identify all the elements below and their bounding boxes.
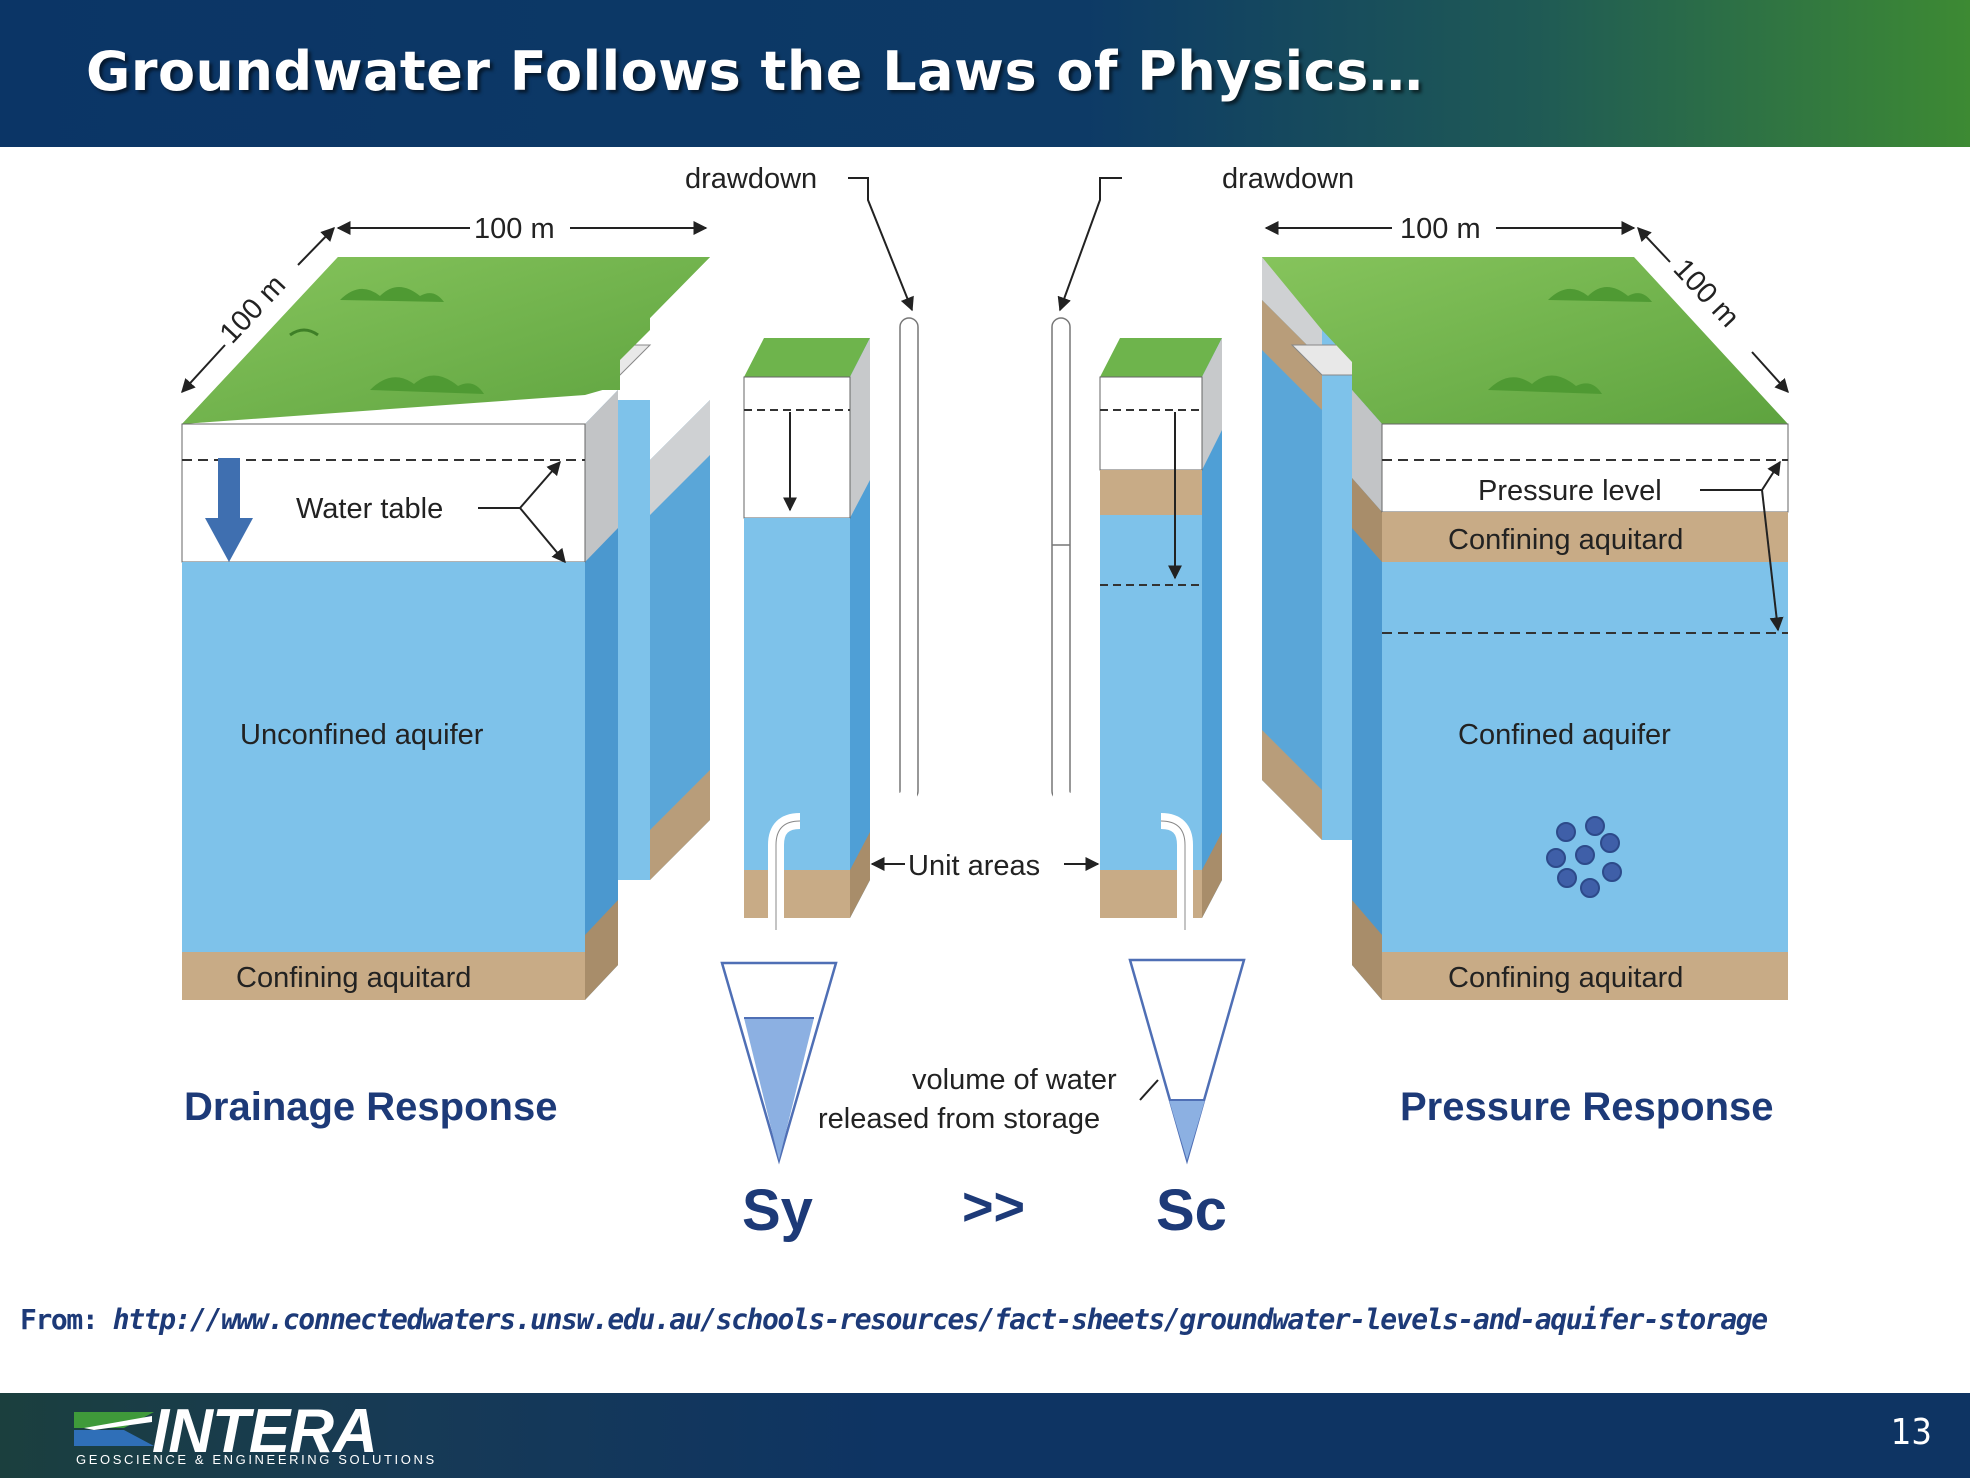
sc-symbol: Sc bbox=[1156, 1178, 1227, 1243]
source-prefix: From: bbox=[20, 1303, 99, 1336]
confining-aquitard-left-label: Confining aquitard bbox=[236, 962, 471, 994]
water-table-label: Water table bbox=[296, 493, 443, 525]
right-bottom-aquitard bbox=[1382, 952, 1788, 1000]
much-greater-than-operator: >> bbox=[962, 1177, 1025, 1237]
left-unconfined-water bbox=[182, 562, 585, 952]
slide-title: Groundwater Follows the Laws of Physics… bbox=[86, 40, 1424, 103]
unit-areas-label: Unit areas bbox=[908, 850, 1040, 882]
logo-text: INTERA bbox=[152, 1397, 378, 1466]
sy-symbol: Sy bbox=[742, 1178, 813, 1243]
drawdown-label-left: drawdown bbox=[685, 163, 817, 195]
logo-mark-icon bbox=[74, 1412, 154, 1446]
pressure-level-label: Pressure level bbox=[1478, 475, 1662, 507]
intera-logo: INTERA GEOSCIENCE & ENGINEERING SOLUTION… bbox=[74, 1397, 474, 1470]
page-number: 13 bbox=[1890, 1412, 1932, 1453]
grain-cluster bbox=[1546, 816, 1622, 898]
logo-tagline: GEOSCIENCE & ENGINEERING SOLUTIONS bbox=[76, 1452, 437, 1467]
source-citation: From: http://www.connectedwaters.unsw.ed… bbox=[20, 1303, 1768, 1336]
right-block bbox=[1262, 257, 1789, 1000]
title-bar: Groundwater Follows the Laws of Physics… bbox=[0, 0, 1970, 147]
left-unit-column bbox=[743, 317, 919, 930]
right-funnel bbox=[1128, 958, 1246, 1165]
left-aquitard bbox=[182, 952, 585, 1000]
dim-left-width: 100 m bbox=[474, 213, 555, 245]
volume-label-line1: volume of water bbox=[912, 1064, 1117, 1096]
left-back-side bbox=[650, 400, 710, 880]
pressure-response-label: Pressure Response bbox=[1400, 1085, 1774, 1129]
dimension-lines bbox=[181, 177, 1789, 1101]
dim-right-width: 100 m bbox=[1400, 213, 1481, 245]
footer-bar bbox=[0, 1393, 1970, 1478]
left-dry-zone bbox=[181, 423, 586, 563]
volume-label-line2: released from storage bbox=[818, 1103, 1100, 1135]
right-top-aquitard bbox=[1382, 512, 1788, 562]
confined-aquifer-label: Confined aquifer bbox=[1458, 719, 1671, 751]
drawdown-label-right: drawdown bbox=[1222, 163, 1354, 195]
unconfined-aquifer-label: Unconfined aquifer bbox=[240, 719, 484, 751]
confining-aquitard-right-bottom-label: Confining aquitard bbox=[1448, 962, 1683, 994]
right-dry-zone bbox=[1381, 423, 1789, 513]
confining-aquitard-right-top-label: Confining aquitard bbox=[1448, 524, 1683, 556]
left-funnel bbox=[720, 961, 838, 1165]
drainage-response-label: Drainage Response bbox=[184, 1085, 557, 1129]
left-block bbox=[181, 257, 710, 1000]
source-url[interactable]: http://www.connectedwaters.unsw.edu.au/s… bbox=[112, 1303, 1768, 1336]
right-grass-top bbox=[1262, 257, 1788, 424]
right-unit-column bbox=[1051, 317, 1222, 930]
